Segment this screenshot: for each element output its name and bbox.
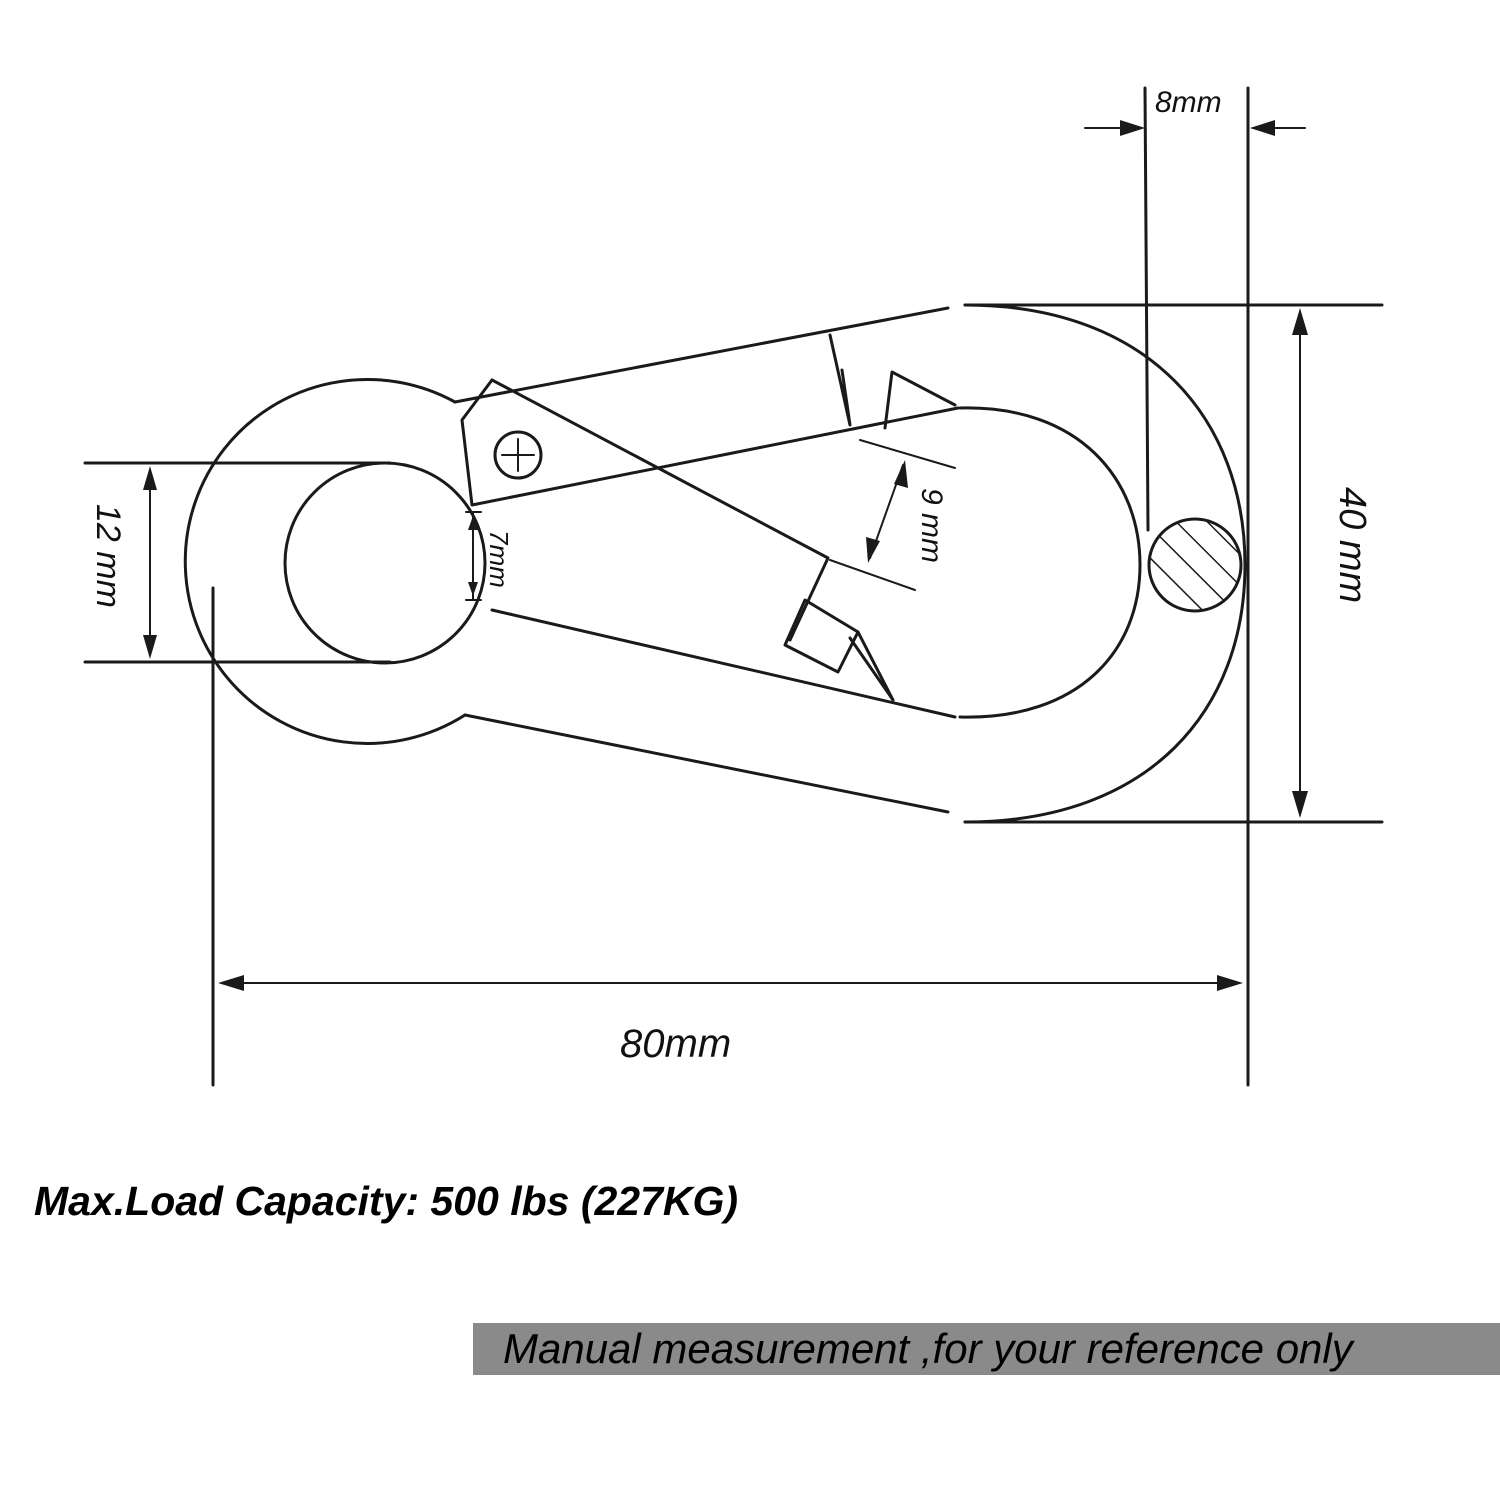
gate-plate (460, 378, 960, 507)
hook-inner-curve (958, 406, 1142, 719)
dim-eye-diameter: 12 mm (83, 461, 392, 664)
gate-thickness-label: 8mm (1155, 86, 1222, 119)
lower-latch-block (783, 598, 860, 674)
dim-height: 40 mm (963, 303, 1384, 824)
gate-opening-label: 9 mm (915, 488, 948, 563)
gate-lower-edge (490, 378, 830, 642)
hinge-pin-icon (493, 430, 543, 480)
lower-latch-tooth (848, 630, 895, 702)
body-top-edge (453, 306, 950, 404)
body-bottom-edge (463, 713, 950, 814)
max-load-capacity: Max.Load Capacity: 500 lbs (227KG) (34, 1178, 739, 1224)
spring-gate (460, 333, 960, 702)
dim-gate-opening: 9 mm (829, 439, 956, 591)
eye-hole (283, 461, 487, 665)
dim-length: 80mm (211, 586, 1243, 1087)
upper-latch-tooth (883, 370, 957, 430)
height-label: 40 mm (1331, 487, 1373, 603)
wire-cross-section (1147, 517, 1243, 613)
body-inner-bottom-edge (490, 608, 957, 719)
dim-eye-gap: 7mm (465, 511, 514, 601)
length-label: 80mm (620, 1022, 731, 1066)
measurement-note: Manual measurement ,for your reference o… (473, 1323, 1500, 1375)
carabiner-body (183, 303, 1247, 824)
hinge-pin-cross (501, 438, 535, 472)
eye-diameter-label: 12 mm (89, 504, 127, 608)
hook-outer-curve (963, 303, 1247, 824)
eye-ring-outer (183, 377, 467, 745)
dim-gate-thickness: 8mm (1084, 86, 1306, 1087)
upper-latch-notch (828, 333, 852, 427)
eye-gap-label: 7mm (484, 530, 514, 588)
